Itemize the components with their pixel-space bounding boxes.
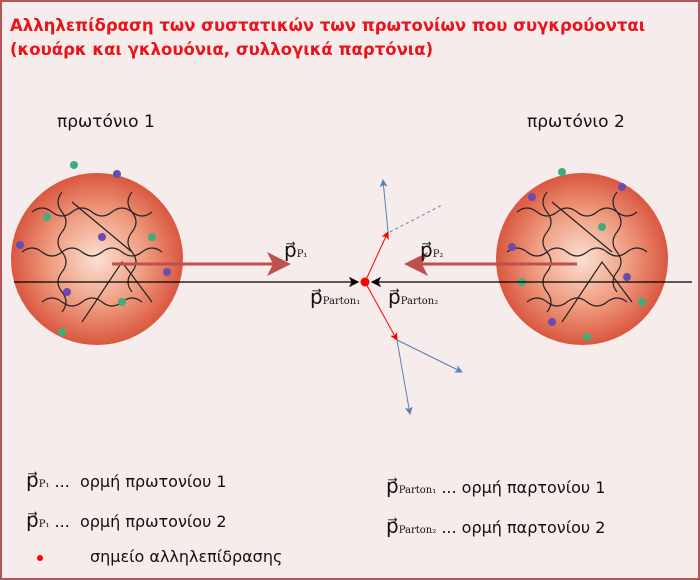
proton-2-sphere [496,173,668,345]
vector-p-p1: p⃗P₁ [284,238,308,262]
vector-p-p2: p⃗P₂ [420,238,444,262]
proton-2-label: πρωτόνιο 2 [527,112,625,132]
legend-item-parton2: p⃗Parton₂ ... ορμή παρτονίου 2 [386,514,606,538]
vector-p-parton1: p⃗Parton₁ [310,285,361,309]
interaction-point [360,277,370,287]
proton-1-sphere [11,173,183,345]
title-line-2: (κουάρκ και γκλουόνια, συλλογικά παρτόνι… [10,40,434,59]
legend-item-p2: p⃗P₁ ... ορμή πρωτονίου 2 [26,508,227,532]
quark-dots [16,161,646,341]
outgoing-jets [364,179,463,415]
legend-interaction-dot [37,555,43,561]
proton-1-label: πρωτόνιο 1 [57,112,155,132]
vector-p-parton2: p⃗Parton₂ [388,285,439,309]
legend-item-parton1: p⃗Parton₁ ... ορμή παρτονίου 1 [386,474,606,498]
legend-item-p1: p⃗P₁ ... ορμή πρωτονίου 1 [26,468,227,492]
legend-item-interaction-point: σημείο αλληλεπίδρασης [90,547,283,566]
title-line-1: Αλληλεπίδραση των συστατικών των πρωτονί… [10,16,646,35]
